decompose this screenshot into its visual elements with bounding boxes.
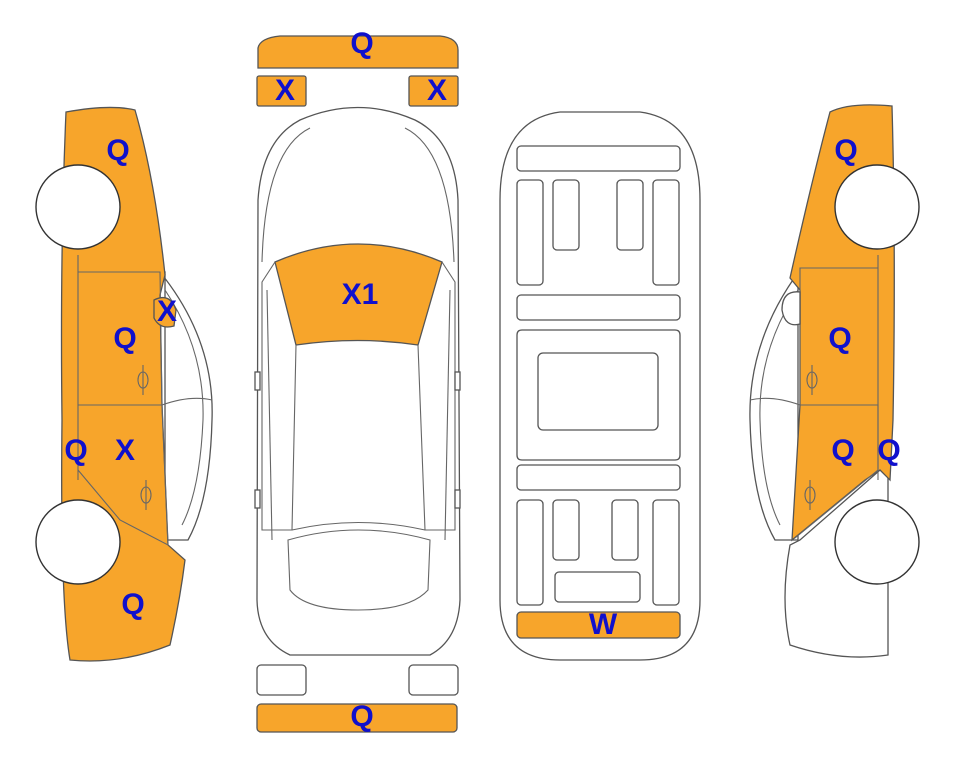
right-front-door-mark: Q [828, 322, 851, 355]
front-left-pocket [552, 179, 580, 251]
left-mirror-mark: X [157, 295, 177, 328]
hood-line-right [404, 127, 455, 263]
rear-left-pocket [552, 499, 580, 561]
left-window-frame [164, 289, 204, 526]
left-window-line [161, 397, 213, 406]
left-rear-wheel [35, 499, 121, 585]
right-side-window [417, 261, 456, 531]
left-front-wheel [35, 164, 121, 250]
right-headlight-mark: X [427, 74, 447, 107]
left-front-door-mark: Q [113, 322, 136, 355]
rear-window [287, 529, 431, 611]
front-left-rail [516, 179, 544, 286]
car-top-view: Q X X X1 Q [254, 27, 461, 733]
front-bumper-mark: Q [350, 27, 373, 60]
right-side-glass-area [749, 269, 802, 541]
right-headlight-panel[interactable] [408, 75, 459, 107]
spare-well [554, 571, 641, 603]
left-taillight-panel[interactable] [256, 664, 307, 696]
left-rear-handle [140, 480, 152, 510]
right-fender-front-mark: Q [834, 134, 857, 167]
top-body-outline [256, 106, 461, 656]
left-headlight-panel[interactable] [256, 75, 307, 107]
left-rear-door-mark: X [115, 434, 135, 467]
right-front-wheel [834, 164, 920, 250]
left-mirror-panel[interactable] [153, 296, 177, 328]
left-rear-quarter-mark: Q [121, 588, 144, 621]
hood-line [261, 127, 311, 263]
mid-crossmember-rear [516, 464, 681, 491]
mid-crossmember-front [516, 294, 681, 321]
roof-rear-edge [291, 521, 426, 531]
front-right-rail [652, 179, 680, 286]
right-taillight-panel[interactable] [408, 664, 459, 696]
trunk-panel[interactable] [516, 611, 681, 639]
right-rear-handle [804, 480, 816, 510]
trunk-panel-mark: W [589, 608, 618, 641]
rear-bumper-panel[interactable] [256, 703, 458, 733]
left-side-glass-area [158, 271, 213, 541]
rear-bumper-mark: Q [350, 700, 373, 733]
right-handle-top [454, 489, 461, 509]
right-mirror-top [454, 371, 461, 391]
left-front-handle [137, 365, 149, 395]
right-rear-door-mark: Q [831, 434, 854, 467]
left-side-window [261, 261, 297, 531]
left-rear-door-seam [77, 404, 169, 546]
windshield-mark: X1 [342, 278, 379, 311]
floor-center-panel [537, 352, 659, 431]
left-rocker-mark: Q [64, 434, 87, 467]
left-door-seam [266, 289, 273, 541]
right-rear-wheel [834, 499, 920, 585]
right-door-seam [444, 289, 451, 541]
rear-right-rail [652, 499, 680, 606]
rear-left-rail [516, 499, 544, 606]
front-right-pocket [616, 179, 644, 251]
front-bumper-panel[interactable] [257, 35, 459, 69]
front-crossmember [516, 145, 681, 172]
left-fender-front-mark: Q [106, 134, 129, 167]
right-window-line [749, 397, 801, 406]
rear-right-pocket [611, 499, 639, 561]
left-handle-top [254, 489, 261, 509]
right-mirror[interactable] [781, 291, 801, 326]
car-left-side-view: Q Q X X Q Q [35, 106, 213, 662]
right-front-handle [806, 365, 818, 395]
right-rocker-mark: Q [877, 434, 900, 467]
car-right-side-view: Q Q Q Q [749, 104, 920, 658]
left-mirror-top [254, 371, 261, 391]
car-underbody-view: W [499, 111, 701, 661]
right-window-frame [759, 289, 799, 526]
left-headlight-mark: X [275, 74, 295, 107]
